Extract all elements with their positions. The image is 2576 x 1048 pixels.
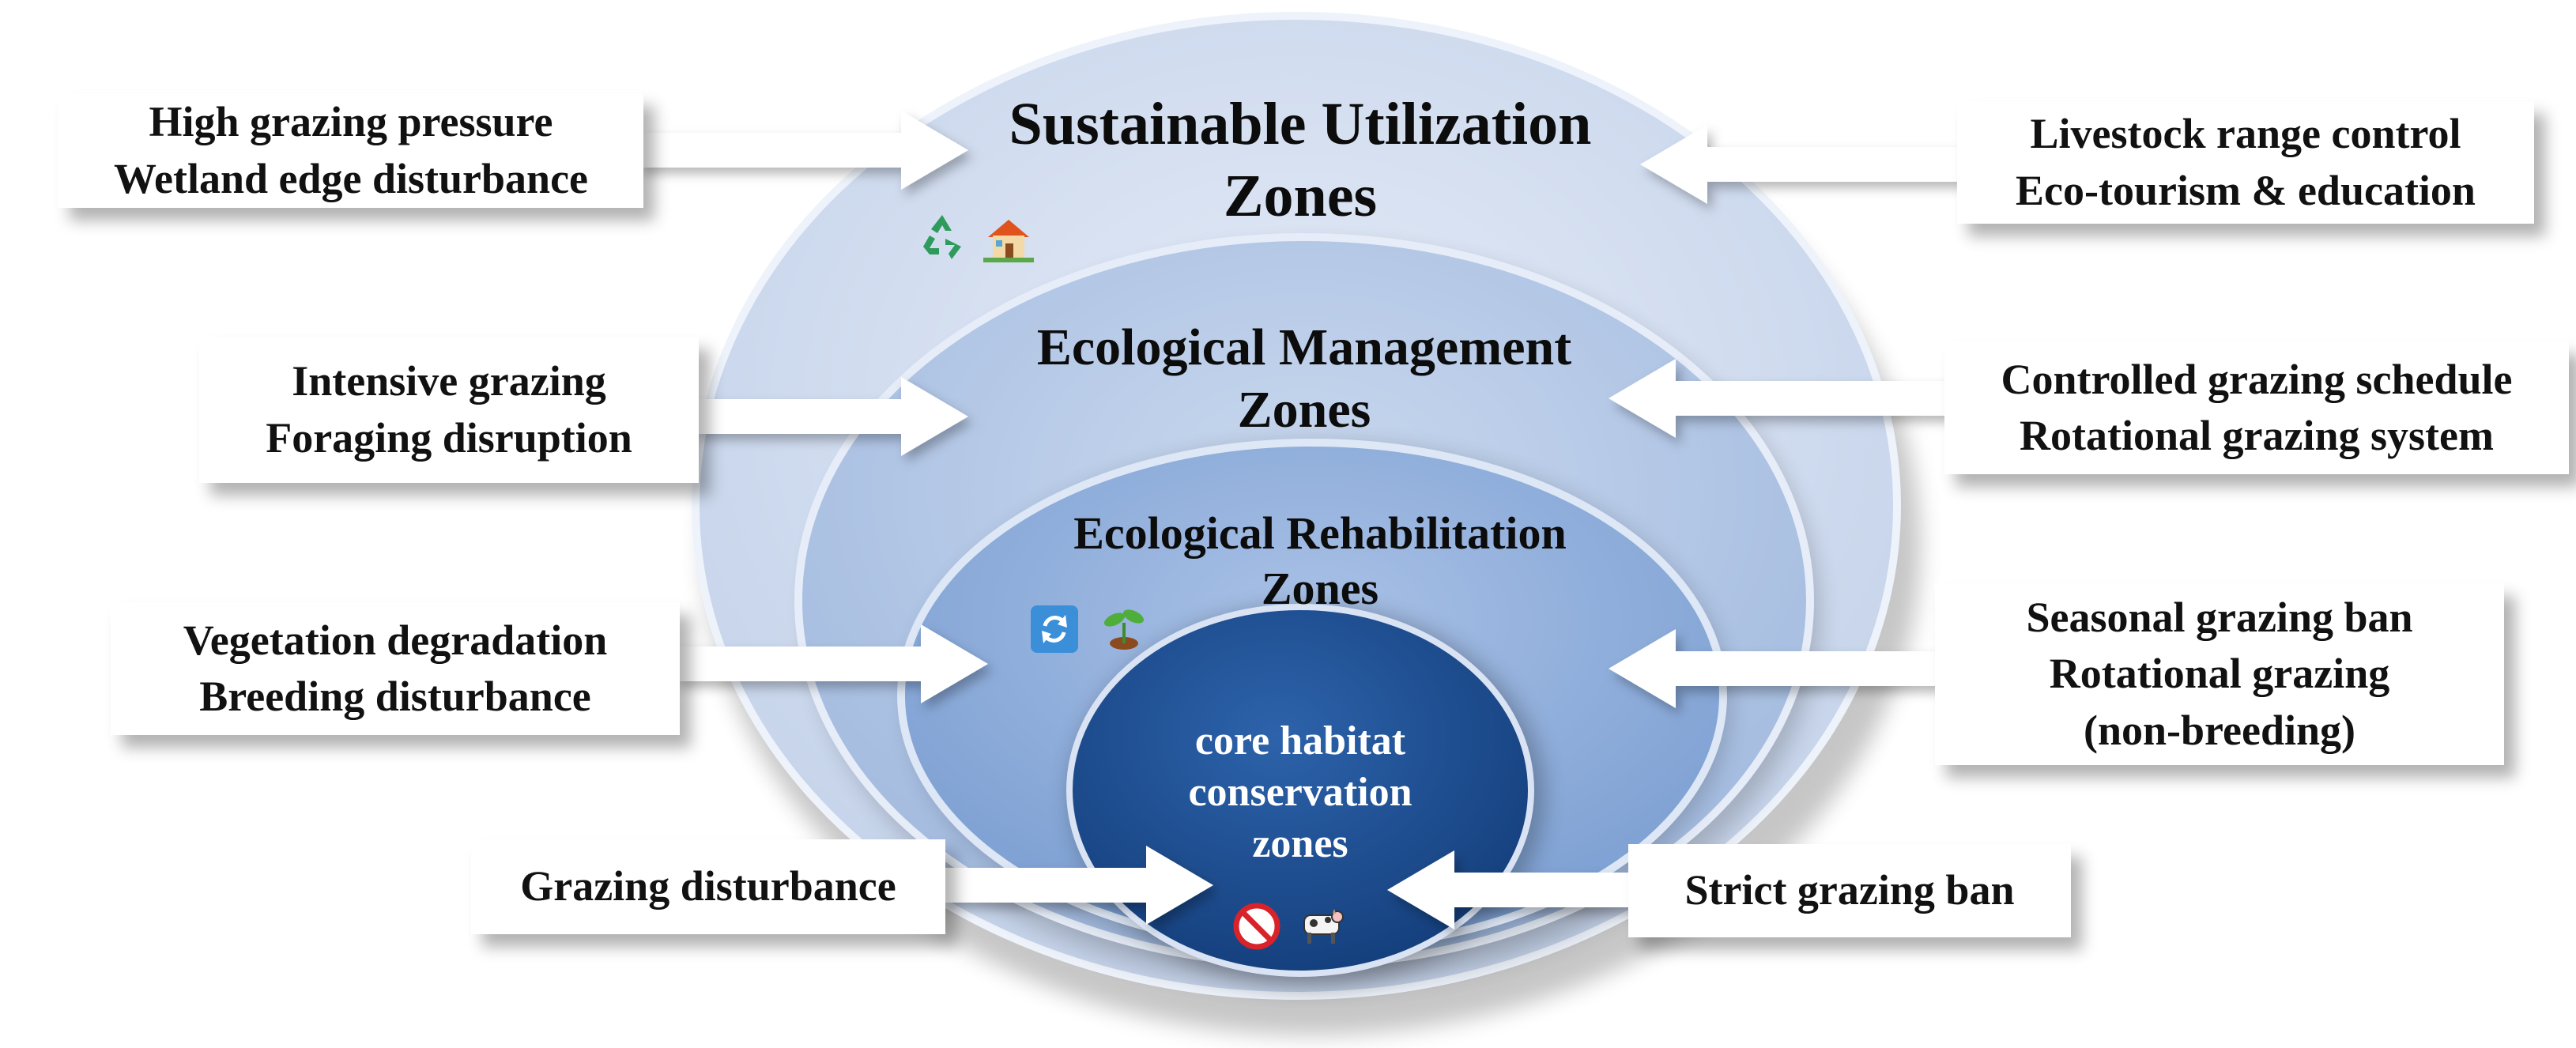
cow-icon (1296, 898, 1347, 948)
pressure-box-sustainable: High grazing pressure Wetland edge distu… (58, 93, 643, 208)
measure-text: Livestock range control (2030, 110, 2461, 158)
seedling-icon (1099, 601, 1149, 651)
measure-text: Controlled grazing schedule (2001, 355, 2513, 403)
zone-label-line: zones (1252, 821, 1348, 866)
recycle-icon (917, 212, 967, 262)
zone-label-line: Ecological Rehabilitation (1073, 507, 1567, 559)
house-icon (983, 213, 1034, 264)
measure-text: Seasonal grazing ban (2026, 594, 2413, 642)
measure-box-sustainable: Livestock range control Eco-tourism & ed… (1957, 101, 2534, 224)
arrow-right-3 (1609, 629, 1940, 708)
measure-box-management: Controlled grazing schedule Rotational g… (1944, 341, 2569, 474)
measure-box-core: Strict grazing ban (1628, 844, 2071, 937)
arrow-right-2 (1609, 359, 1949, 438)
pressure-text: Foraging disruption (266, 413, 632, 462)
arrow-right-4 (1387, 850, 1633, 929)
measure-text: Strict grazing ban (1684, 866, 2015, 914)
zone-label-line: Zones (1237, 381, 1371, 439)
measure-text: Rotational grazing system (2020, 412, 2494, 459)
zone-label-line: core habitat (1194, 718, 1406, 763)
arrow-left-3 (676, 624, 988, 703)
pressure-text: Vegetation degradation (183, 616, 608, 664)
zone-label-line: Ecological Management (1036, 319, 1572, 376)
zone-label-sustainable: Sustainable Utilization Zones (909, 89, 1692, 232)
zone-label-line: conservation (1188, 770, 1412, 815)
pressure-text: Wetland edge disturbance (113, 154, 589, 202)
pressure-box-core: Grazing disturbance (471, 839, 945, 934)
arrow-left-1 (639, 111, 968, 190)
zone-label-core: core habitat conservation zones (1091, 715, 1510, 869)
zone-label-line: Zones (1223, 163, 1378, 230)
pressure-text: Grazing disturbance (520, 862, 896, 910)
pressure-box-rehabilitation: Vegetation degradation Breeding disturba… (111, 602, 680, 735)
zone-label-management: Ecological Management Zones (917, 316, 1692, 441)
zone-label-rehabilitation: Ecological Rehabilitation Zones (949, 506, 1692, 616)
arrow-left-2 (694, 377, 968, 456)
zone-label-line: Sustainable Utilization (1009, 91, 1592, 157)
no-entry-icon (1231, 901, 1282, 952)
refresh-icon (1029, 604, 1080, 654)
arrow-right-1 (1640, 125, 1960, 204)
measure-text: (non-breeding) (2083, 706, 2356, 754)
measure-text: Rotational grazing (2049, 650, 2390, 698)
zone-label-line: Zones (1261, 562, 1379, 614)
pressure-text: High grazing pressure (149, 98, 553, 146)
pressure-text: Intensive grazing (292, 357, 606, 405)
pressure-box-management: Intensive grazing Foraging disruption (199, 337, 699, 483)
arrow-left-4 (941, 846, 1213, 925)
measure-box-rehabilitation: Seasonal grazing ban Rotational grazing … (1935, 583, 2504, 765)
pressure-text: Breeding disturbance (199, 673, 591, 720)
measure-text: Eco-tourism & education (2016, 166, 2476, 214)
